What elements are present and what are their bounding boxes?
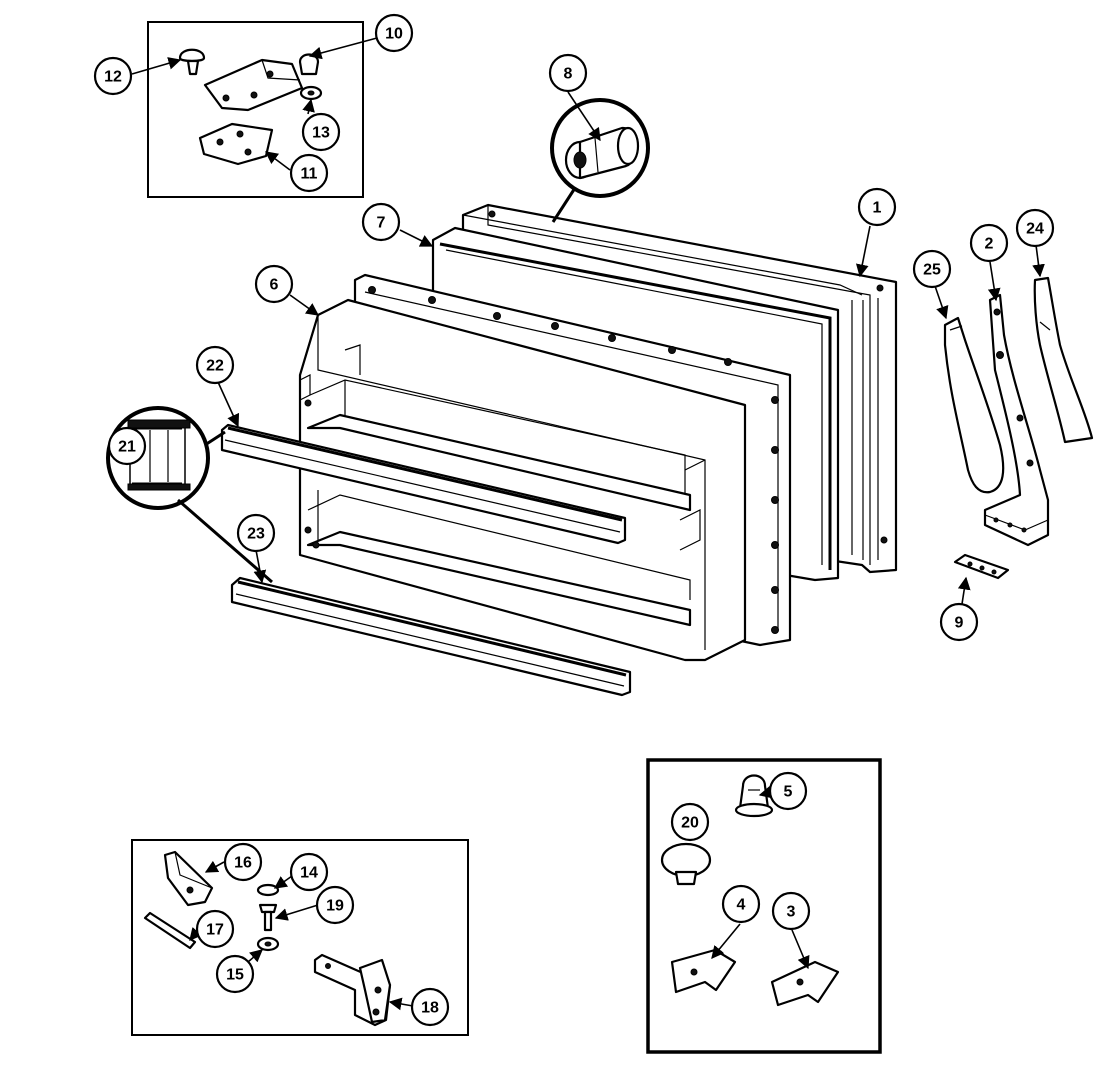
hardware-inset	[131, 839, 469, 1036]
washer-part-14	[256, 883, 280, 897]
hardware-inset-border	[131, 839, 469, 1036]
svg-text:5: 5	[784, 784, 793, 801]
svg-text:14: 14	[300, 865, 318, 882]
svg-text:1: 1	[873, 200, 882, 217]
lower-shelf-part	[306, 530, 692, 627]
callout-20: 20	[670, 802, 710, 842]
hinge-cap-part	[178, 48, 206, 63]
callout-6: 6	[254, 264, 294, 304]
svg-text:22: 22	[206, 358, 224, 375]
callout-24: 24	[1015, 208, 1055, 248]
callout-14: 14	[289, 852, 329, 892]
svg-text:21: 21	[118, 439, 136, 456]
callout-4: 4	[721, 884, 761, 924]
svg-text:10: 10	[385, 26, 403, 43]
hinge-shim-part	[198, 122, 274, 166]
strip-part-17	[143, 911, 197, 950]
svg-text:9: 9	[955, 615, 964, 632]
callout-18: 18	[410, 987, 450, 1027]
svg-text:13: 13	[312, 125, 330, 142]
svg-text:3: 3	[787, 904, 796, 921]
svg-text:17: 17	[206, 922, 224, 939]
callout-25: 25	[912, 249, 952, 289]
plug-part-5	[738, 774, 770, 810]
shelf-bar-lower-part	[230, 576, 632, 697]
liner-screws	[368, 286, 779, 634]
callout-8: 8	[548, 53, 588, 93]
callout-16: 16	[223, 842, 263, 882]
callout-1: 1	[857, 187, 897, 227]
svg-text:25: 25	[923, 262, 941, 279]
svg-text:15: 15	[226, 967, 244, 984]
plug-detail	[550, 98, 650, 223]
svg-text:4: 4	[737, 897, 746, 914]
callout-11: 11	[289, 153, 329, 193]
callout-13: 13	[301, 112, 341, 152]
callout-7: 7	[361, 202, 401, 242]
callout-12: 12	[93, 56, 133, 96]
hinge-pin-part	[298, 53, 320, 76]
svg-text:8: 8	[564, 66, 573, 83]
callout-19: 19	[315, 885, 355, 925]
leader-lines	[131, 37, 1045, 1011]
handle-parts	[943, 276, 1094, 580]
fastener-inset-border	[646, 758, 882, 1054]
callout-2: 2	[969, 223, 1009, 263]
door-assembly	[106, 98, 898, 697]
callout-10: 10	[374, 13, 414, 53]
liner-box-part	[298, 298, 747, 662]
callout-3: 3	[771, 891, 811, 931]
callout-21: 21	[107, 426, 147, 466]
callout-15: 15	[215, 954, 255, 994]
callout-22: 22	[195, 345, 235, 385]
fastener-inset	[646, 758, 882, 1054]
svg-text:16: 16	[234, 855, 252, 872]
handle-part-25	[943, 316, 1005, 494]
callout-9: 9	[939, 602, 979, 642]
svg-text:7: 7	[377, 215, 386, 232]
svg-text:6: 6	[270, 277, 279, 294]
screw-part-19	[258, 903, 278, 914]
callout-17: 17	[195, 909, 235, 949]
handle-part-24	[1033, 276, 1094, 444]
hinge-inset-border	[147, 21, 364, 198]
svg-text:18: 18	[421, 1000, 439, 1017]
svg-text:2: 2	[985, 236, 994, 253]
svg-text:12: 12	[104, 69, 122, 86]
svg-text:11: 11	[301, 166, 318, 183]
callout-23: 23	[236, 513, 276, 553]
svg-text:23: 23	[247, 526, 265, 543]
svg-text:19: 19	[326, 898, 344, 915]
hinge-inset	[147, 21, 364, 198]
svg-text:24: 24	[1026, 221, 1044, 238]
svg-text:20: 20	[681, 815, 699, 832]
hinge-plate-part	[203, 58, 304, 112]
clip-part-4	[670, 948, 737, 994]
callout-5: 5	[768, 771, 808, 811]
clip-part-3	[770, 960, 840, 1007]
upper-shelf-part	[306, 413, 692, 512]
